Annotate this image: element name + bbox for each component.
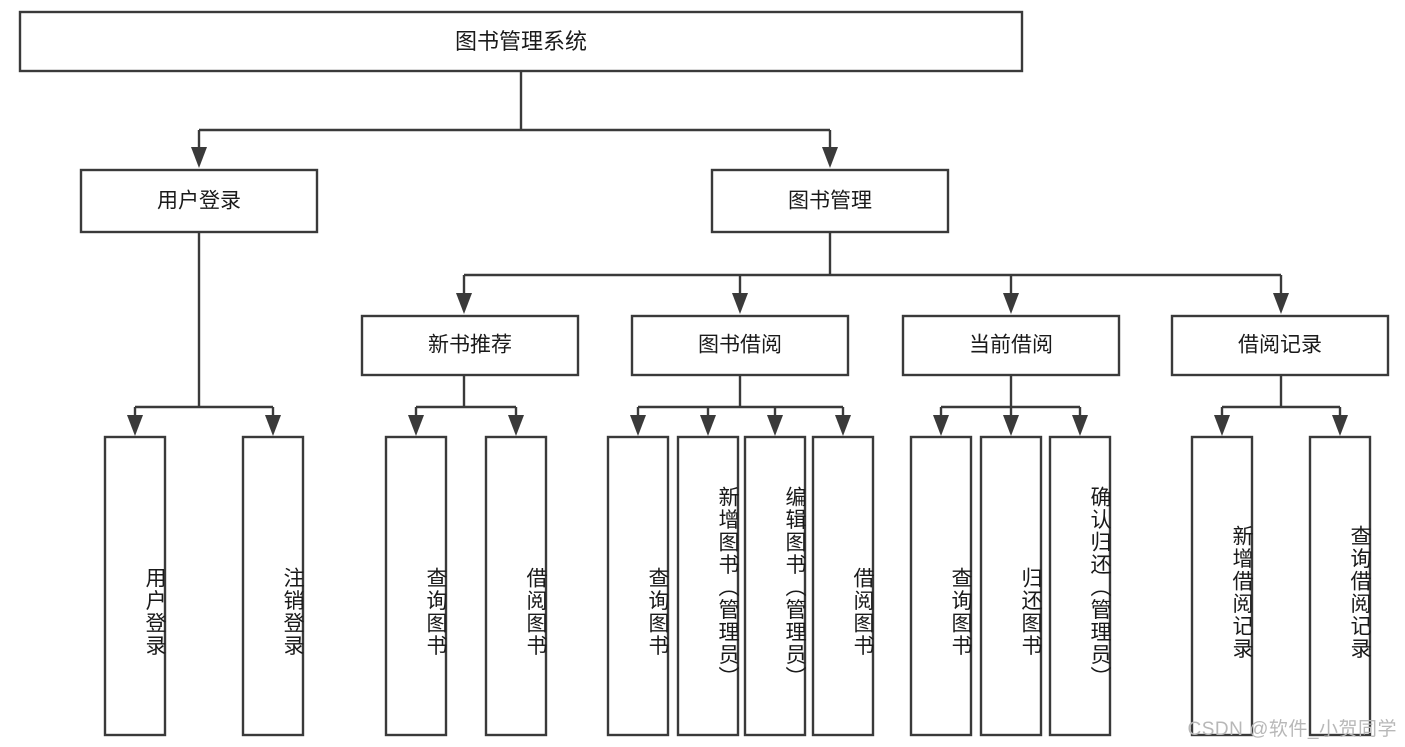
node-new-book-recommend-label: 新书推荐 [428, 334, 512, 357]
node-borrow-record-label: 借阅记录 [1238, 334, 1322, 357]
node-leaf-edit-book[interactable] [743, 435, 807, 737]
arrow-leaf-borrow-book-1 [508, 415, 524, 436]
arrow-leaf-user-login [127, 415, 143, 436]
arrow-leaf-add-book [700, 415, 716, 436]
node-leaf-query-book-3[interactable] [909, 435, 973, 737]
arrow-leaf-edit-book [767, 415, 783, 436]
arrow-book-borrow [732, 293, 748, 314]
node-user-login-label: 用户登录 [157, 190, 241, 213]
node-current-borrow-label: 当前借阅 [969, 334, 1053, 357]
arrow-leaf-query-record [1332, 415, 1348, 436]
arrow-leaf-borrow-book-2 [835, 415, 851, 436]
arrow-leaf-logout-login [265, 415, 281, 436]
arrow-borrow-record [1273, 293, 1289, 314]
node-leaf-add-book[interactable] [676, 435, 740, 737]
arrow-new-book-recommend [456, 293, 472, 314]
arrow-leaf-return-book [1003, 415, 1019, 436]
node-root-label: 图书管理系统 [455, 29, 587, 54]
node-book-borrow-label: 图书借阅 [698, 334, 782, 357]
node-new-book-recommend[interactable] [360, 314, 580, 377]
node-leaf-borrow-book-1[interactable] [484, 435, 548, 737]
node-leaf-query-book-1[interactable] [384, 435, 448, 737]
node-borrow-record[interactable] [1170, 314, 1390, 377]
arrow-leaf-query-book-1 [408, 415, 424, 436]
node-leaf-return-book[interactable] [979, 435, 1043, 737]
connectors-group [127, 71, 1348, 436]
node-leaf-query-record[interactable] [1308, 435, 1372, 737]
arrow-book-management [822, 147, 838, 168]
node-current-borrow[interactable] [901, 314, 1121, 377]
arrow-leaf-query-book-3 [933, 415, 949, 436]
node-user-login[interactable] [79, 168, 319, 234]
node-leaf-confirm-return[interactable] [1048, 435, 1112, 737]
node-leaf-borrow-book-2[interactable] [811, 435, 875, 737]
arrow-current-borrow [1003, 293, 1019, 314]
node-book-management-label: 图书管理 [788, 190, 872, 213]
watermark: CSDN @软件_小贺同学 [1187, 719, 1397, 740]
node-leaf-user-login[interactable] [103, 435, 167, 737]
arrow-user-login [191, 147, 207, 168]
node-book-management[interactable] [710, 168, 950, 234]
node-leaf-add-record[interactable] [1190, 435, 1254, 737]
node-leaf-query-book-2[interactable] [606, 435, 670, 737]
node-root[interactable] [18, 10, 1024, 73]
arrow-leaf-confirm-return [1072, 415, 1088, 436]
arrow-leaf-add-record [1214, 415, 1230, 436]
arrow-leaf-query-book-2 [630, 415, 646, 436]
node-leaf-logout-login[interactable] [241, 435, 305, 737]
nodes-group: 图书管理系统 用户登录 图书管理 新书推荐 图书借阅 当前借阅 借阅记录 [18, 10, 1390, 737]
node-book-borrow[interactable] [630, 314, 850, 377]
